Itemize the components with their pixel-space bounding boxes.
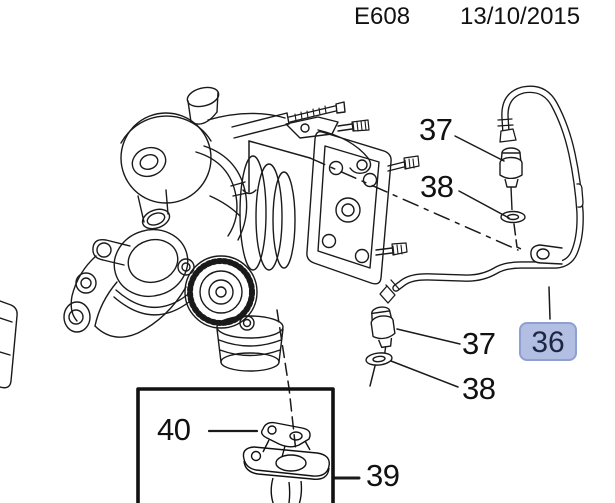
turbo-assembly-drawing — [0, 86, 420, 389]
fitting-37-lower-drawing — [370, 306, 396, 355]
washer-38-upper-drawing — [500, 210, 526, 224]
washer-38-lower-drawing — [365, 352, 393, 366]
callout-39[interactable]: 39 — [366, 458, 400, 493]
callout-37-upper[interactable]: 37 — [419, 112, 453, 147]
figure-code: E608 — [354, 3, 411, 30]
callout-40[interactable]: 40 — [157, 412, 191, 447]
figure-date: 13/10/2015 — [460, 3, 581, 30]
detail-box-border — [136, 387, 335, 503]
callout-38-lower[interactable]: 38 — [462, 371, 496, 406]
oil-pipe-36-drawing — [379, 85, 584, 304]
callout-37-lower[interactable]: 37 — [462, 326, 496, 361]
flange-39-drawing — [242, 446, 330, 503]
callout-38-upper[interactable]: 38 — [420, 169, 454, 204]
detail-box-drawing — [136, 387, 335, 503]
fitting-37-upper-drawing — [499, 147, 523, 211]
gasket-40-drawing — [260, 421, 311, 458]
callout-36-badge[interactable]: 36 — [519, 322, 577, 361]
